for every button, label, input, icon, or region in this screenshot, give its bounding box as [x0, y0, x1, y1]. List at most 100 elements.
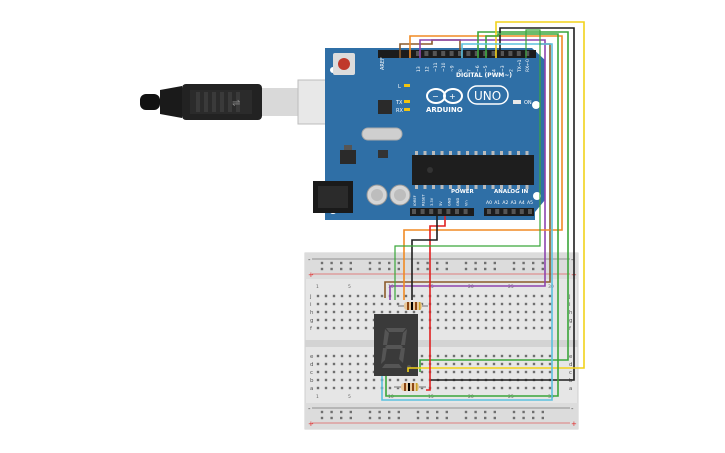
column-number: 10: [388, 394, 394, 400]
digital-pin-label: ~3: [500, 65, 506, 72]
digital-pin-label: 12: [424, 66, 430, 72]
on-led: [513, 100, 521, 104]
column-number: 5: [348, 284, 351, 290]
wire-red: [426, 216, 446, 391]
power-pin-label: Vin: [465, 200, 469, 206]
digital-pin[interactable]: [500, 51, 504, 56]
power-pin[interactable]: [429, 209, 434, 214]
analog-pin[interactable]: [503, 209, 508, 214]
atmega-chip: [412, 155, 534, 185]
power-header-label: POWER: [451, 189, 475, 195]
rail-plus-left-top: +: [308, 271, 314, 279]
analog-pin-label: A1: [494, 200, 500, 206]
capacitor-2: [389, 184, 411, 206]
digital-pin[interactable]: [466, 51, 471, 56]
tx-label: TX: [395, 100, 403, 106]
power-pin[interactable]: [455, 209, 459, 214]
rail-plus-right-bottom: +: [571, 420, 577, 428]
seven-segment-display[interactable]: [374, 314, 418, 376]
power-pin-label: 3.3V: [430, 197, 434, 206]
power-pin-label: GND: [456, 198, 460, 206]
row-letter: e: [569, 354, 573, 360]
analog-header[interactable]: [484, 208, 534, 216]
rail-minus-left-top: -: [308, 256, 311, 264]
digital-pin[interactable]: [416, 51, 420, 56]
resistor-bottom[interactable]: [394, 383, 426, 391]
analog-pin-label: A2: [502, 200, 508, 206]
analog-pin[interactable]: [495, 209, 500, 214]
power-pin[interactable]: [463, 209, 468, 214]
wire-purple: [389, 39, 546, 300]
crystal: [361, 127, 403, 141]
digital-pin-label: RX←0: [525, 59, 531, 72]
svg-text:+: +: [449, 92, 456, 101]
wire-orange: [403, 35, 563, 300]
column-number: 1: [316, 394, 319, 400]
digital-header-label: DIGITAL (PWM~): [456, 72, 512, 79]
digital-pin-label: ~10: [441, 62, 447, 72]
row-letter: i: [569, 302, 571, 308]
digital-header[interactable]: [378, 50, 536, 58]
power-jack[interactable]: [313, 181, 353, 213]
analog-pin[interactable]: [528, 209, 532, 214]
digital-pin[interactable]: [474, 51, 479, 56]
rail-minus-right-top: -: [571, 256, 574, 264]
wire-green-1: [419, 31, 569, 372]
power-header[interactable]: [410, 208, 474, 216]
analog-pin-label: A4: [519, 200, 525, 206]
rx-led: [404, 108, 410, 111]
row-letter: g: [310, 318, 314, 324]
row-letter: a: [310, 386, 313, 392]
power-pin[interactable]: [412, 209, 416, 214]
row-letter: c: [310, 370, 313, 376]
digital-pin[interactable]: [449, 51, 454, 56]
digital-pin-label: ~11: [433, 62, 439, 72]
digital-pin[interactable]: [441, 51, 446, 56]
reset-button[interactable]: [333, 53, 355, 75]
analog-pin[interactable]: [487, 209, 491, 214]
wire-dark-2: [411, 216, 438, 300]
resistor-top[interactable]: [398, 302, 428, 310]
column-number: 30: [548, 284, 554, 290]
digital-pin-label: 13: [416, 66, 422, 72]
analog-pin[interactable]: [519, 209, 524, 214]
column-number: 20: [468, 394, 474, 400]
segments: [381, 328, 411, 369]
l-label: L: [398, 84, 401, 90]
voltage-regulator: [340, 150, 356, 164]
digital-pin[interactable]: [432, 51, 437, 56]
power-pin[interactable]: [446, 209, 451, 214]
digital-pin[interactable]: [516, 51, 521, 56]
row-letter: e: [310, 354, 314, 360]
digital-pin[interactable]: [424, 51, 429, 56]
row-letter: f: [310, 326, 313, 332]
digital-pin[interactable]: [491, 51, 496, 56]
power-pin[interactable]: [437, 209, 442, 214]
analog-pin[interactable]: [511, 209, 516, 214]
column-number: 20: [468, 284, 474, 290]
column-number: 15: [428, 394, 434, 400]
column-number: 1: [316, 284, 319, 290]
power-pin[interactable]: [420, 209, 425, 214]
column-number: 25: [508, 394, 514, 400]
digital-pin[interactable]: [508, 51, 513, 56]
digital-pin[interactable]: [525, 51, 530, 56]
wire-green-2: [385, 33, 559, 397]
row-letter: j: [568, 294, 571, 300]
row-letter: h: [310, 310, 314, 316]
digital-pin-label: ~5: [483, 65, 489, 72]
column-number: 25: [508, 284, 514, 290]
row-letter: a: [569, 386, 572, 392]
tx-led: [404, 100, 410, 103]
svg-text:⇌: ⇌: [232, 98, 240, 109]
digital-pin-label: ~6: [475, 65, 481, 72]
rail-plus-left-bottom: +: [308, 420, 314, 428]
rail-minus-right-bottom: -: [571, 405, 574, 413]
row-letter: d: [310, 362, 314, 368]
l-led: [404, 84, 410, 87]
digital-pin[interactable]: [458, 51, 462, 56]
wire-green-3: [394, 29, 541, 300]
